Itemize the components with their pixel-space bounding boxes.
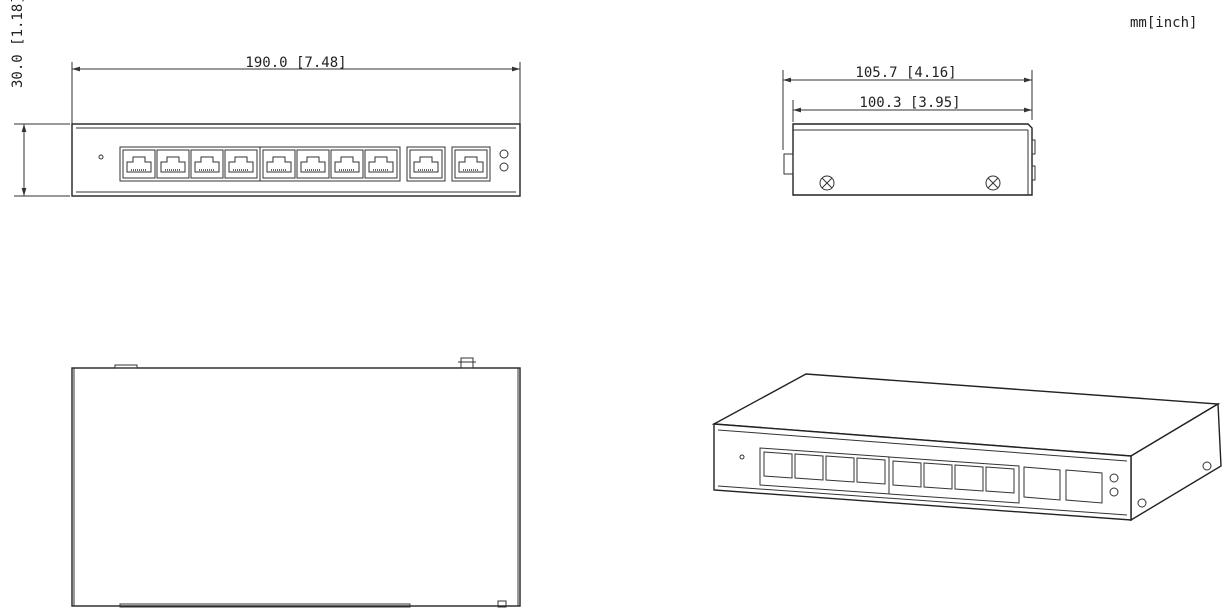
side-inner-depth-label: 100.3 [3.95] bbox=[859, 95, 960, 111]
iso-screw-2 bbox=[1137, 498, 1147, 508]
iso-led-2 bbox=[1109, 487, 1119, 497]
top-view bbox=[71, 357, 521, 608]
led-2 bbox=[499, 162, 509, 172]
side-screw-1 bbox=[819, 175, 835, 191]
port-group-2 bbox=[259, 146, 401, 182]
side-chassis bbox=[792, 123, 1033, 196]
led-1 bbox=[499, 149, 509, 159]
iso-ports bbox=[763, 451, 1103, 504]
uplink-port-1 bbox=[409, 149, 443, 179]
side-outer-depth-label: 105.7 [4.16] bbox=[855, 65, 956, 81]
front-width-label: 190.0 [7.48] bbox=[245, 55, 346, 71]
iso-led-1 bbox=[1109, 473, 1119, 483]
iso-front-face bbox=[713, 423, 1132, 521]
iso-screw-1 bbox=[1202, 461, 1212, 471]
side-screw-2 bbox=[985, 175, 1001, 191]
units-label: mm[inch] bbox=[1130, 15, 1197, 31]
front-height-label: 30.0 [1.18] bbox=[10, 0, 26, 88]
uplink-port-2 bbox=[454, 149, 488, 179]
ground-screw-top bbox=[460, 357, 474, 369]
side-view: 105.7 [4.16] 100.3 [3.95] bbox=[782, 65, 1036, 196]
front-view: 190.0 [7.48] 30.0 [1.18] bbox=[10, 0, 521, 197]
top-chassis bbox=[71, 367, 521, 607]
reset-hole bbox=[98, 154, 104, 160]
ground-screw-side bbox=[783, 153, 794, 175]
isometric-view bbox=[711, 373, 1222, 522]
